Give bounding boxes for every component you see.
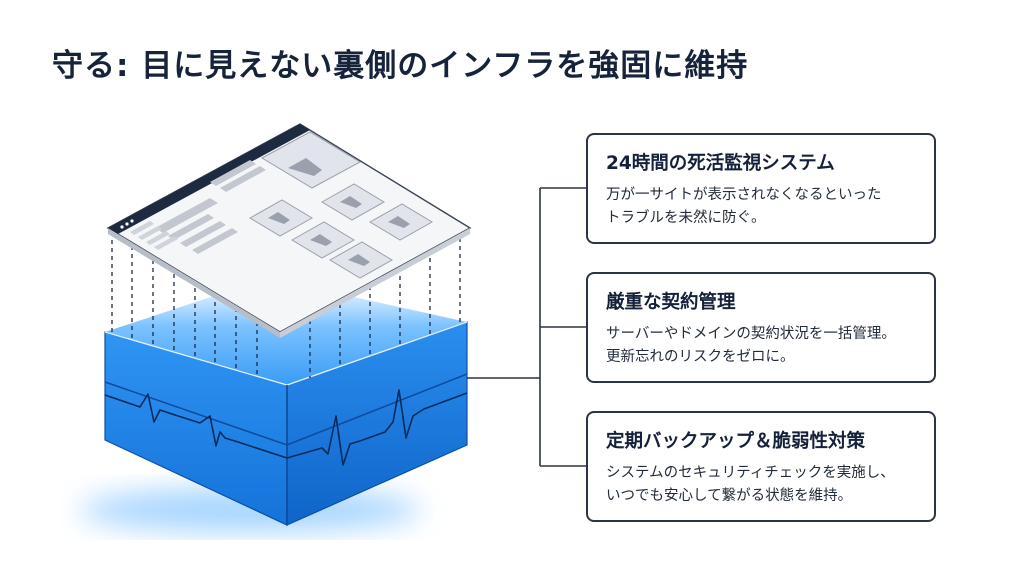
website-wireframe-icon xyxy=(106,123,472,338)
infrastructure-illustration xyxy=(80,123,472,532)
card-text-line: 万が一サイトが表示されなくなるといった xyxy=(606,187,882,203)
card-heading: 定期バックアップ＆脆弱性対策 xyxy=(606,431,866,452)
card-text-line: トラブルを未然に防ぐ。 xyxy=(606,210,766,226)
card-text-line: いつでも安心して繋がる状態を維持。 xyxy=(606,488,853,504)
card-backup-security: 定期バックアップ＆脆弱性対策 システムのセキュリティチェックを実施し、 いつでも… xyxy=(586,411,936,522)
card-heading: 厳重な契約管理 xyxy=(606,292,736,313)
heartbeat-wave-icon xyxy=(104,389,468,466)
dashed-connectors xyxy=(111,238,461,378)
card-heading: 24時間の死活監視システム xyxy=(606,153,835,174)
card-text-line: サーバーやドメインの契約状況を一括管理。 xyxy=(606,326,896,342)
card-text-line: 更新忘れのリスクをゼロに。 xyxy=(606,349,795,365)
card-text-line: システムのセキュリティチェックを実施し、 xyxy=(606,465,895,481)
card-contract-management: 厳重な契約管理 サーバーやドメインの契約状況を一括管理。 更新忘れのリスクをゼロ… xyxy=(586,272,936,383)
card-monitoring: 24時間の死活監視システム 万が一サイトが表示されなくなるといった トラブルを未… xyxy=(586,133,936,244)
page-title: 守る: 目に見えない裏側のインフラを強固に維持 xyxy=(52,48,749,84)
